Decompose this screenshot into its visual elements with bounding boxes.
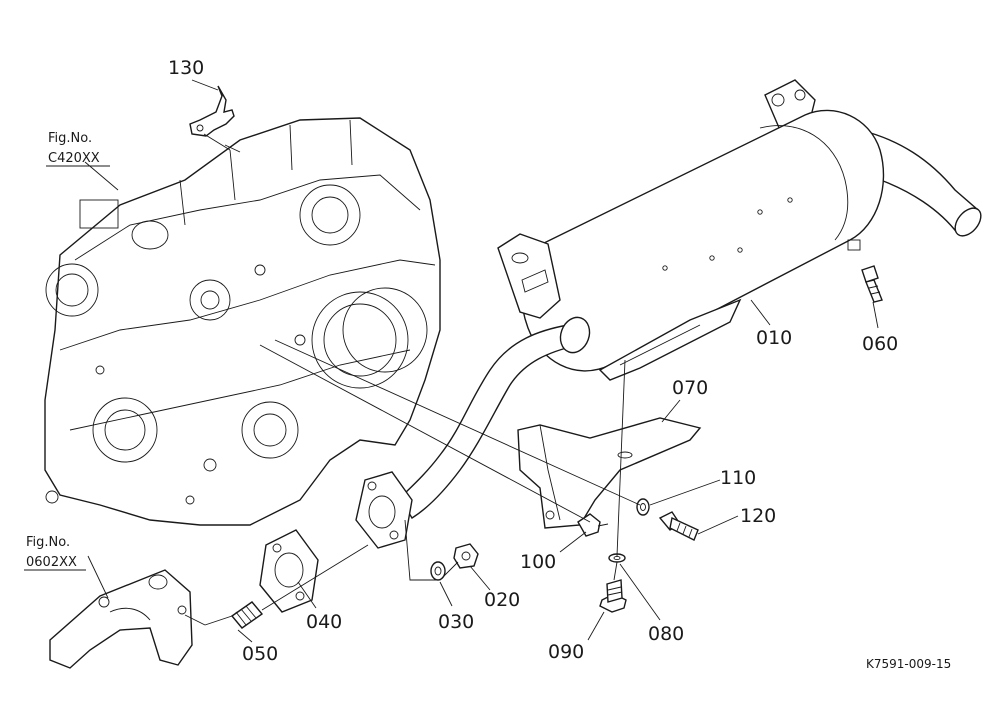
part-label-060: 060 [862, 333, 898, 355]
drawing-code: K7591-009-15 [866, 657, 951, 671]
part-label-070: 070 [672, 377, 708, 399]
part-120-bolt [658, 511, 699, 541]
part-label-110: 110 [720, 467, 756, 489]
fig-ref-c420xx: Fig.No. C420XX [46, 131, 110, 167]
part-label-080: 080 [648, 623, 684, 645]
part-040-gasket [259, 529, 319, 613]
part-050-stud [230, 601, 264, 629]
part-label-090: 090 [548, 641, 584, 663]
part-label-130: 130 [168, 57, 204, 79]
part-label-020: 020 [484, 589, 520, 611]
exhaust-pipe [355, 316, 591, 549]
engine-block [44, 117, 441, 526]
part-label-120: 120 [740, 505, 776, 527]
part-020-nut [453, 543, 479, 569]
leader-lines [84, 79, 879, 643]
part-label-050: 050 [242, 643, 278, 665]
part-number-labels: 130 010 060 070 110 120 100 020 030 040 … [168, 57, 898, 665]
fig-ref-value: C420XX [48, 151, 100, 166]
part-110-washer [636, 498, 650, 516]
part-label-010: 010 [756, 327, 792, 349]
part-070-stay [517, 417, 702, 529]
part-090-bolt [599, 579, 627, 613]
fig-ref-label: Fig.No. [26, 535, 70, 550]
part-label-030: 030 [438, 611, 474, 633]
part-060-bolt [861, 265, 883, 303]
part-100-bolt [577, 513, 609, 537]
part-130-hook [189, 85, 235, 151]
part-010-muffler [497, 79, 982, 381]
part-label-100: 100 [520, 551, 556, 573]
exhaust-manifold [49, 569, 193, 669]
assembly-lines [184, 144, 641, 626]
fig-ref-0602xx: Fig.No. 0602XX [24, 535, 86, 571]
part-label-040: 040 [306, 611, 342, 633]
fig-ref-value: 0602XX [26, 555, 77, 570]
fig-ref-label: Fig.No. [48, 131, 92, 146]
